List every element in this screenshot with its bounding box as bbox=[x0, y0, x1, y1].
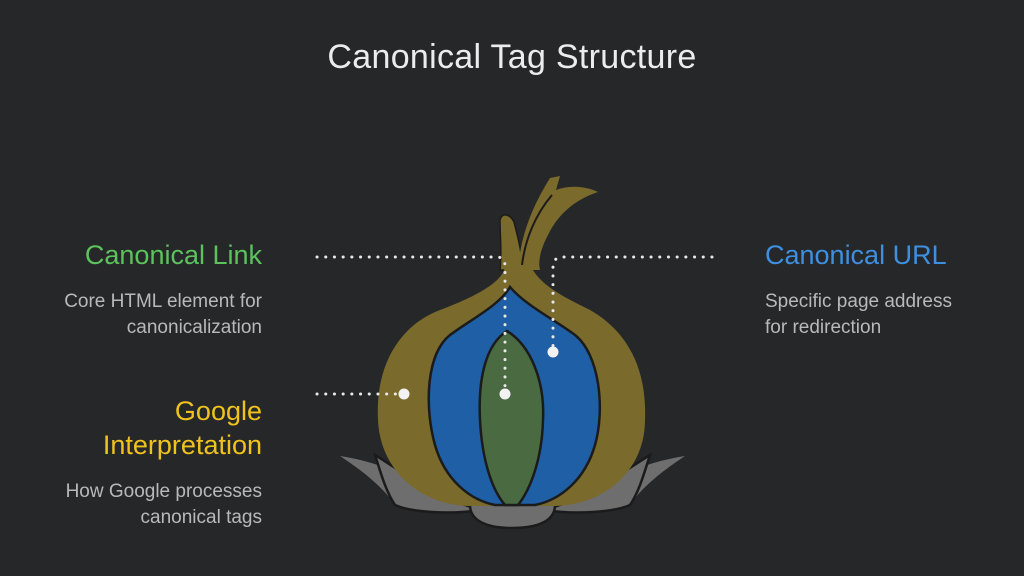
google-interpretation-label: Google Interpretation bbox=[103, 394, 262, 462]
canonical-url-dot-icon bbox=[547, 346, 559, 358]
canonical-link-label: Canonical Link bbox=[84, 240, 262, 270]
google-interpretation-label-line-1: Google bbox=[174, 396, 262, 426]
canonical-link-description-line-1: Core HTML element for bbox=[64, 291, 262, 312]
inner-core-shape bbox=[478, 329, 545, 507]
canonical-url-description: Specific page address for redirection bbox=[765, 289, 952, 341]
connector-dots bbox=[398, 346, 559, 400]
canonical-link-description-line-2: canonicalization bbox=[126, 317, 262, 338]
canonical-url-description-line-2: for redirection bbox=[765, 317, 882, 338]
google-interpretation-description-line-1: How Google processes bbox=[65, 481, 262, 502]
canonical-url-description-line-1: Specific page address bbox=[765, 291, 952, 312]
connector-lines bbox=[315, 255, 714, 396]
google-interpretation-description: How Google processes canonical tags bbox=[66, 479, 262, 531]
google-interpretation-label-line-2: Interpretation bbox=[102, 430, 262, 460]
page-title: Canonical Tag Structure bbox=[327, 38, 697, 76]
canonical-link-dot-icon bbox=[499, 388, 511, 400]
google-interpretation-dot-icon bbox=[398, 388, 410, 400]
canonical-url-connector bbox=[551, 255, 714, 350]
canonical-link-description: Core HTML element for canonicalization bbox=[64, 289, 262, 341]
onion-stem-icon bbox=[499, 176, 598, 271]
google-interpretation-description-line-2: canonical tags bbox=[140, 507, 262, 528]
canonical-url-label: Canonical URL bbox=[765, 240, 947, 270]
